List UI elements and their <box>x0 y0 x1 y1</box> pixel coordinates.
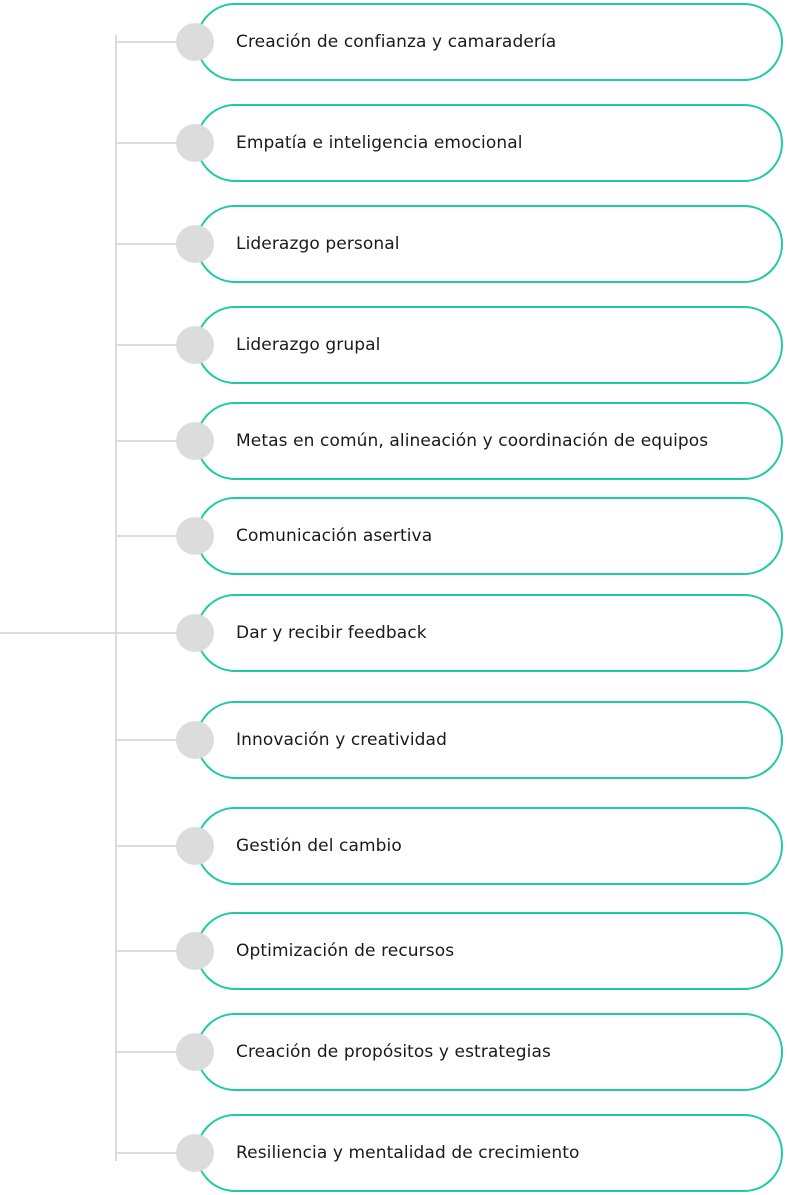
node-dot <box>176 517 214 555</box>
topic-pill: Empatía e inteligencia emocional <box>196 104 783 182</box>
topic-pill: Metas en común, alineación y coordinació… <box>196 402 783 480</box>
branch-line <box>116 632 180 634</box>
node-dot <box>176 932 214 970</box>
topic-pill: Liderazgo personal <box>196 205 783 283</box>
branch-line <box>116 440 180 442</box>
topic-label: Innovación y creatividad <box>236 730 447 750</box>
branch-line <box>116 344 180 346</box>
node-dot <box>176 326 214 364</box>
topic-pill: Resiliencia y mentalidad de crecimiento <box>196 1114 783 1192</box>
topic-label: Comunicación asertiva <box>236 526 433 546</box>
branch-line <box>116 739 180 741</box>
topic-pill: Optimización de recursos <box>196 912 783 990</box>
topic-label: Resiliencia y mentalidad de crecimiento <box>236 1143 580 1163</box>
topic-pill: Comunicación asertiva <box>196 497 783 575</box>
topic-label: Empatía e inteligencia emocional <box>236 133 523 153</box>
node-dot <box>176 1134 214 1172</box>
node-dot <box>176 225 214 263</box>
topic-pill: Creación de propósitos y estrategias <box>196 1013 783 1091</box>
topic-label: Optimización de recursos <box>236 941 455 961</box>
topic-pill: Creación de confianza y camaradería <box>196 3 783 81</box>
topic-label: Liderazgo grupal <box>236 335 381 355</box>
branch-line <box>116 950 180 952</box>
node-dot <box>176 721 214 759</box>
branch-line <box>116 1152 180 1154</box>
node-dot <box>176 124 214 162</box>
node-dot <box>176 23 214 61</box>
branch-line <box>116 1051 180 1053</box>
topic-pill: Liderazgo grupal <box>196 306 783 384</box>
topic-pill: Innovación y creatividad <box>196 701 783 779</box>
node-dot <box>176 827 214 865</box>
topic-label: Creación de propósitos y estrategias <box>236 1042 551 1062</box>
node-dot <box>176 422 214 460</box>
trunk-line <box>115 35 117 1161</box>
topic-label: Gestión del cambio <box>236 836 402 856</box>
branch-line <box>116 243 180 245</box>
topic-pill: Dar y recibir feedback <box>196 594 783 672</box>
branch-line <box>116 845 180 847</box>
node-dot <box>176 614 214 652</box>
branch-line <box>116 142 180 144</box>
node-dot <box>176 1033 214 1071</box>
topic-label: Dar y recibir feedback <box>236 623 427 643</box>
topic-label: Metas en común, alineación y coordinació… <box>236 431 709 451</box>
topic-pill: Gestión del cambio <box>196 807 783 885</box>
branch-line <box>116 535 180 537</box>
topic-label: Creación de confianza y camaradería <box>236 32 557 52</box>
topic-label: Liderazgo personal <box>236 234 400 254</box>
root-connector <box>0 632 116 634</box>
branch-line <box>116 41 180 43</box>
